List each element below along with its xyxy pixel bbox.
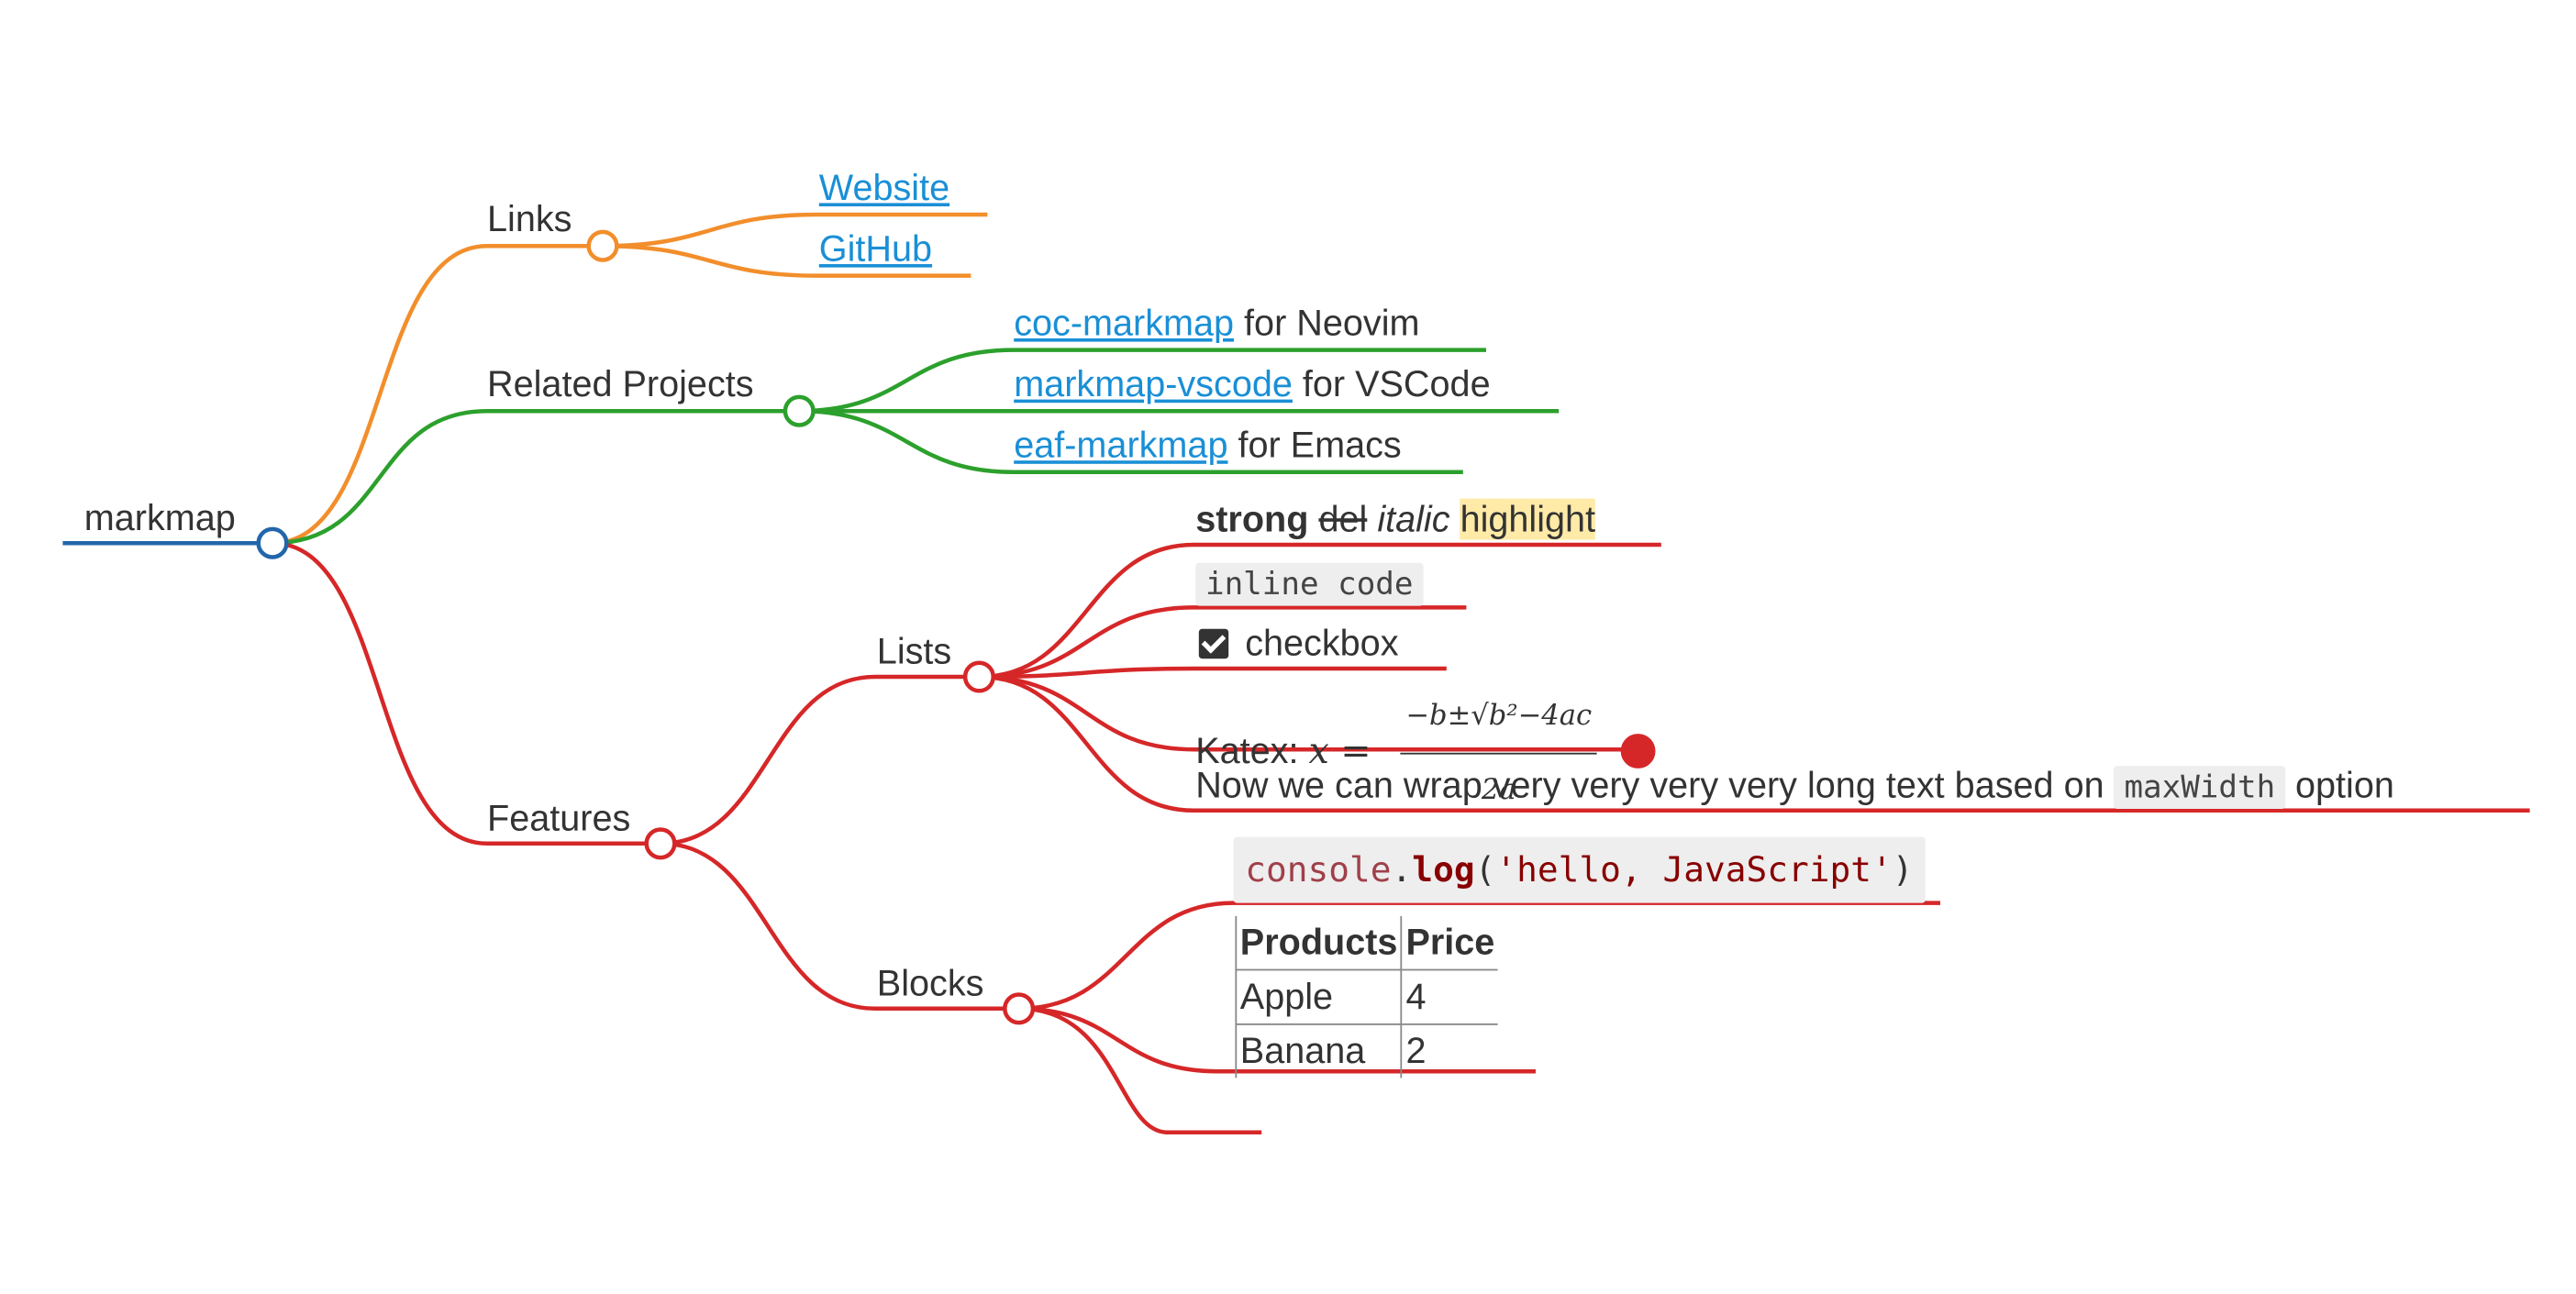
edge-root-features	[272, 540, 661, 846]
related-item-coc: coc-markmap for Neovim	[1014, 301, 1419, 347]
katex-denominator: 2a	[1481, 774, 1516, 808]
katex-prefix: Katex:	[1195, 730, 1309, 772]
katex-fraction: −b±√b²−4ac 2a	[1400, 680, 1597, 827]
node-blocks[interactable]	[1003, 992, 1036, 1025]
code-token-open: (	[1474, 850, 1496, 890]
strong-text: strong	[1195, 498, 1309, 540]
table-cell: Apple	[1235, 968, 1403, 1025]
related-label: Related Projects	[487, 363, 754, 404]
node-katex-collapsed[interactable]	[1620, 734, 1656, 769]
wrap-text-a: Now we can wrap very very very very long…	[1195, 764, 2115, 806]
table-row: Banana 2	[1235, 1023, 1498, 1078]
code-token-string: 'hello, JavaScript'	[1495, 850, 1893, 890]
website-item: Website	[819, 165, 949, 211]
table-header-row: Products Price	[1235, 916, 1498, 971]
node-related[interactable]	[783, 394, 816, 427]
code-block: console.log('hello, JavaScript')	[1233, 836, 1926, 903]
node-root[interactable]	[256, 526, 289, 559]
links-label: Links	[487, 198, 572, 239]
del-text: del	[1318, 498, 1368, 540]
katex-numerator: −b±√b²−4ac	[1400, 680, 1597, 755]
wrap-text-b: option	[2284, 764, 2394, 806]
edge-root-links	[272, 243, 603, 546]
root-label: markmap	[83, 496, 236, 538]
katex-lhs: x =	[1308, 731, 1371, 773]
edge-blocks-code	[1018, 901, 1940, 1012]
edge-lists-1	[979, 542, 1661, 680]
node-links[interactable]	[586, 229, 619, 262]
related-item-eaf: eaf-markmap for Emacs	[1014, 423, 1402, 469]
features-label: Features	[487, 797, 631, 839]
coc-markmap-link[interactable]: coc-markmap	[1014, 302, 1235, 344]
table-cell: 4	[1401, 968, 1498, 1025]
github-item: GitHub	[819, 227, 932, 272]
code-token-function: log	[1412, 850, 1475, 890]
node-lists[interactable]	[962, 660, 995, 693]
formatting-item: strong del italic highlight	[1195, 497, 1596, 543]
edge-lists-2	[979, 605, 1467, 680]
table-header-cell: Products	[1235, 916, 1403, 971]
blocks-label: Blocks	[876, 962, 984, 1004]
wrap-inline-code: maxWidth	[2114, 766, 2285, 809]
code-token-dot: .	[1391, 850, 1413, 890]
related-item-suffix: for Emacs	[1227, 424, 1402, 466]
italic-text: italic	[1377, 498, 1450, 540]
checkbox-label: checkbox	[1245, 622, 1399, 664]
table-row: Apple 4	[1235, 968, 1498, 1025]
table-cell: Banana	[1235, 1023, 1403, 1078]
inline-code-item: inline code	[1195, 559, 1424, 607]
eaf-markmap-link[interactable]: eaf-markmap	[1014, 424, 1228, 466]
edge-lists-5	[979, 674, 2530, 813]
table-header-cell: Price	[1401, 916, 1498, 971]
edge-links-website	[602, 212, 988, 249]
checkbox-item: checkbox	[1198, 621, 1399, 667]
edge-features-blocks	[660, 841, 1019, 1012]
edge-related-coc	[799, 348, 1486, 414]
code-token-object: console	[1245, 850, 1392, 890]
code-token-close: )	[1892, 850, 1914, 890]
highlight-text: highlight	[1460, 498, 1596, 540]
products-table: Products Price Apple 4 Banana 2	[1235, 916, 1498, 1078]
edge-blocks-empty	[1018, 1006, 1262, 1135]
inline-code: inline code	[1195, 562, 1424, 606]
edge-lists-4	[979, 674, 1638, 752]
related-item-suffix: for Neovim	[1234, 302, 1420, 344]
wrap-text-item: Now we can wrap very very very very long…	[1195, 763, 2394, 811]
lists-label: Lists	[876, 630, 952, 672]
katex-item: Katex: x = −b±√b²−4ac 2a	[1195, 680, 1597, 827]
edge-blocks-table	[1018, 1006, 1536, 1074]
github-link[interactable]: GitHub	[818, 227, 933, 270]
edge-features-lists	[660, 674, 980, 846]
table-cell: 2	[1401, 1023, 1498, 1078]
edge-links-github	[602, 243, 972, 278]
node-features[interactable]	[644, 827, 677, 860]
website-link[interactable]: Website	[818, 166, 950, 208]
markmap-vscode-link[interactable]: markmap-vscode	[1014, 363, 1293, 404]
edge-lists-3	[979, 666, 1447, 680]
related-item-suffix: for VSCode	[1292, 363, 1491, 404]
related-item-vscode: markmap-vscode for VSCode	[1014, 361, 1490, 407]
checkbox-icon[interactable]	[1198, 628, 1229, 659]
edge-related-eaf	[799, 408, 1463, 475]
edge-root-related	[272, 408, 800, 546]
